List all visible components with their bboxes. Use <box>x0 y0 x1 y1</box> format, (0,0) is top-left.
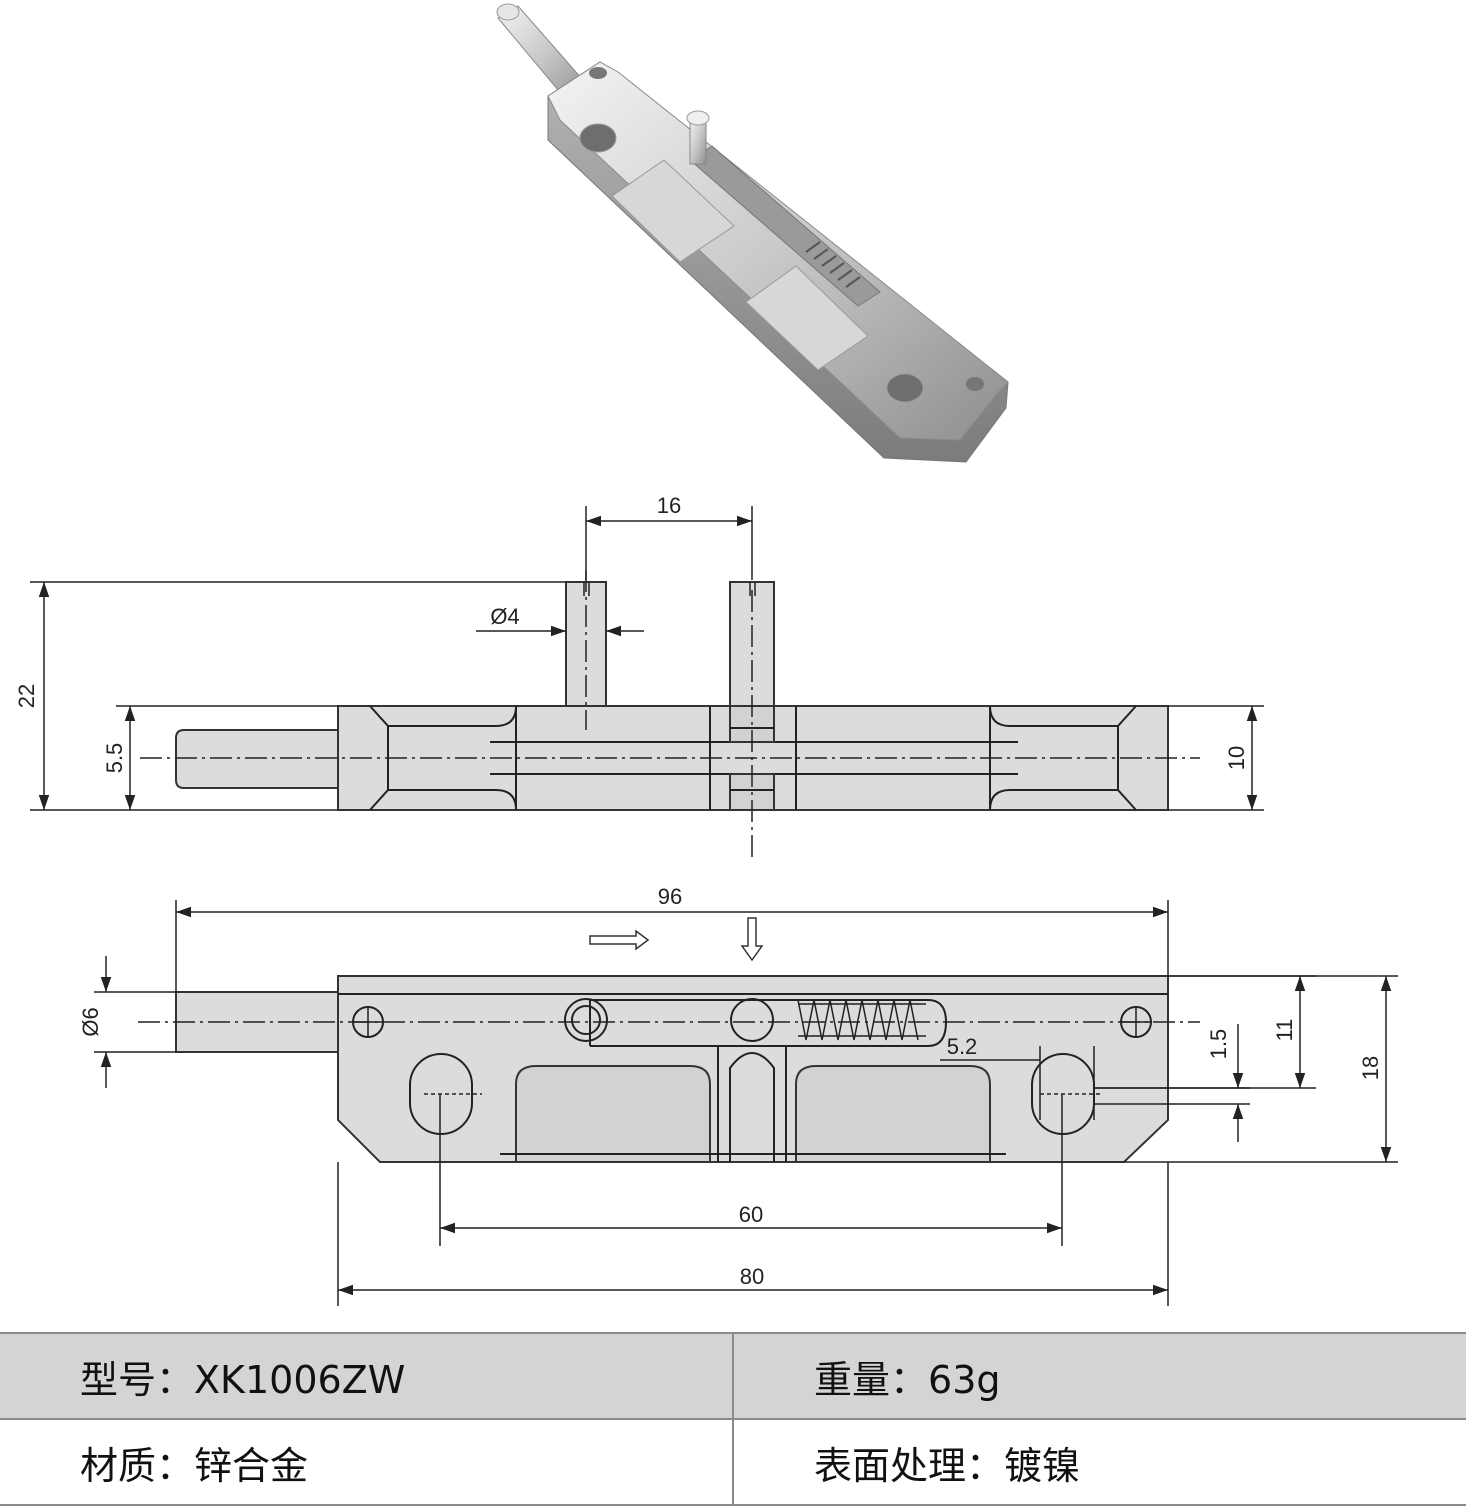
dim-bolt-height: 5.5 <box>102 743 127 774</box>
bolt-side <box>175 729 338 789</box>
spring <box>797 999 919 1041</box>
model-label: 型号： <box>80 1357 195 1402</box>
finish-label: 表面处理： <box>814 1443 1005 1488</box>
spec-row-material-finish: 材质：锌合金 表面处理：镀镍 <box>0 1418 1466 1506</box>
dim-bolt-diameter: Ø6 <box>78 1007 103 1036</box>
dim-body-length: 80 <box>740 1264 764 1289</box>
mount-slot-left <box>409 1053 473 1135</box>
dim-overall-length: 96 <box>658 884 682 909</box>
dim-body-height: 10 <box>1224 746 1249 770</box>
top-view: 96 Ø6 5.2 1.5 11 18 60 <box>78 884 1398 1306</box>
dim-hole-spacing: 60 <box>739 1202 763 1227</box>
dim-slot-offset: 1.5 <box>1206 1029 1231 1060</box>
dim-total-height: 22 <box>14 684 39 708</box>
dim-pin-diameter: Ø4 <box>490 604 519 629</box>
weight-label: 重量： <box>814 1357 929 1402</box>
product-photo <box>496 3 1009 463</box>
side-view: 16 Ø4 22 5.5 10 <box>14 493 1264 860</box>
bolt-rod <box>496 3 591 103</box>
material-label: 材质： <box>80 1443 195 1488</box>
spec-row-model-weight: 型号：XK1006ZW 重量：63g <box>0 1332 1466 1420</box>
spec-cell-material: 材质：锌合金 <box>0 1418 734 1506</box>
bolt-body <box>547 61 1009 463</box>
weight-value: 63g <box>928 1357 1001 1402</box>
spring-coils <box>805 241 861 288</box>
technical-drawing: 16 Ø4 22 5.5 10 <box>14 493 1398 1306</box>
spec-cell-finish: 表面处理：镀镍 <box>733 1418 1466 1506</box>
spec-table: 型号：XK1006ZW 重量：63g 材质：锌合金 表面处理：镀镍 <box>0 1332 1466 1506</box>
finish-value: 镀镍 <box>1004 1443 1081 1488</box>
dim-slot-width: 5.2 <box>947 1034 978 1059</box>
body-top <box>337 975 1169 1163</box>
dim-pin-spacing: 16 <box>657 493 681 518</box>
spec-cell-weight: 重量：63g <box>733 1332 1466 1420</box>
knob-pin <box>686 110 710 165</box>
slide-direction-arrow <box>589 929 650 951</box>
dim-body-width: 18 <box>1358 1056 1383 1080</box>
press-direction-arrow <box>740 917 764 962</box>
model-value: XK1006ZW <box>194 1357 406 1402</box>
material-value: 锌合金 <box>194 1443 309 1488</box>
dim-hole-height: 11 <box>1272 1019 1297 1042</box>
spec-cell-model: 型号：XK1006ZW <box>0 1332 734 1420</box>
